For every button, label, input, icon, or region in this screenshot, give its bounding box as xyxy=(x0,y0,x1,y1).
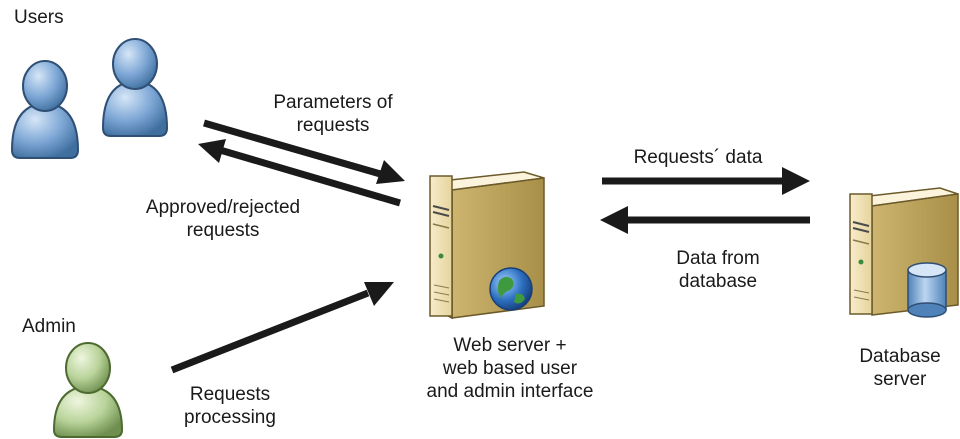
approved-rejected-label: Approved/rejected requests xyxy=(145,197,301,241)
arrow-requests-data xyxy=(602,167,810,195)
user-icon xyxy=(10,60,80,159)
database-cylinder-icon xyxy=(907,262,947,318)
requests-data-label: Requests´ data xyxy=(633,147,763,168)
data-from-database-label: Data from database xyxy=(676,248,760,292)
web-server-label: Web server + web based user and admin in… xyxy=(426,335,594,402)
arrow-requests-processing xyxy=(170,282,394,374)
admin-icon xyxy=(52,342,124,438)
user-icon xyxy=(101,38,169,137)
requests-processing-label: Requests processing xyxy=(184,384,276,428)
parameters-of-requests-label: Parameters of requests xyxy=(273,92,393,136)
database-server-label: Database server xyxy=(859,346,941,390)
arrow-data-from-database xyxy=(600,206,810,234)
arrow-parameters xyxy=(203,119,405,184)
arrow-approved xyxy=(198,139,401,207)
globe-icon xyxy=(489,267,533,311)
admin-label: Admin xyxy=(22,316,76,337)
users-label: Users xyxy=(14,7,64,28)
